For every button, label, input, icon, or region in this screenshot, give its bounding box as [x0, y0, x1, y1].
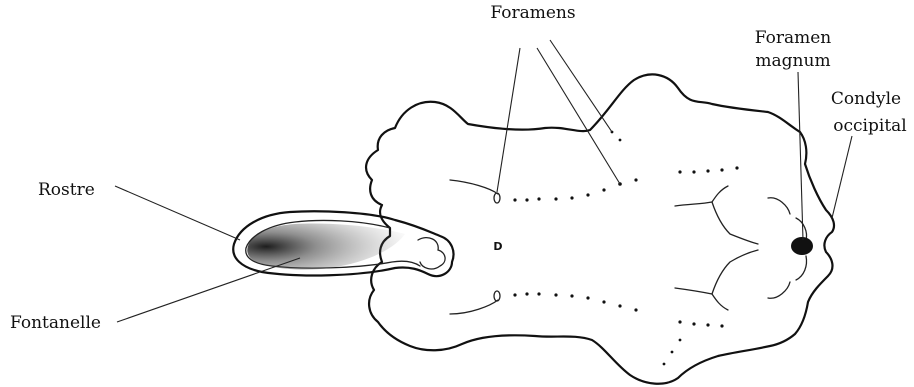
foramen-dots-upper — [513, 131, 738, 202]
occipital-notch-lower — [768, 282, 790, 298]
leader-foramens-2 — [537, 48, 620, 184]
label-foramen-magnum-line2: magnum — [755, 51, 830, 71]
label-fontanelle: Fontanelle — [10, 313, 101, 333]
label-foramens: Foramens — [490, 3, 575, 23]
label-foramen-magnum-line1: Foramen — [755, 28, 832, 48]
condyle-lower — [796, 256, 807, 280]
suture-upper-left — [450, 180, 498, 194]
occipital-notch — [768, 198, 790, 214]
label-condyle-line2: occipital — [833, 116, 906, 136]
center-mark: D — [493, 240, 502, 253]
foramen-left-lower — [494, 291, 500, 301]
leader-fontanelle — [117, 258, 300, 322]
leader-foramens-1 — [497, 48, 520, 192]
label-rostre: Rostre — [38, 180, 95, 200]
suture-lower-left — [450, 300, 498, 314]
suture-lower-right — [675, 250, 758, 294]
leader-condyle — [832, 136, 852, 218]
suture-upper-right — [675, 202, 758, 244]
foramen-dots-lower — [513, 292, 723, 365]
rostrum-lobes — [418, 238, 445, 269]
condyle-upper — [796, 218, 807, 240]
skull-outline — [366, 74, 834, 383]
suture-upper-right-branch — [712, 186, 728, 202]
foramen-left-upper — [494, 193, 500, 203]
foramen-magnum — [791, 237, 813, 255]
suture-lower-right-branch — [712, 294, 728, 310]
leader-rostre — [115, 186, 240, 240]
leader-foramen-magnum — [798, 72, 803, 240]
leader-foramens-3 — [550, 40, 612, 132]
label-condyle-line1: Condyle — [831, 89, 901, 109]
